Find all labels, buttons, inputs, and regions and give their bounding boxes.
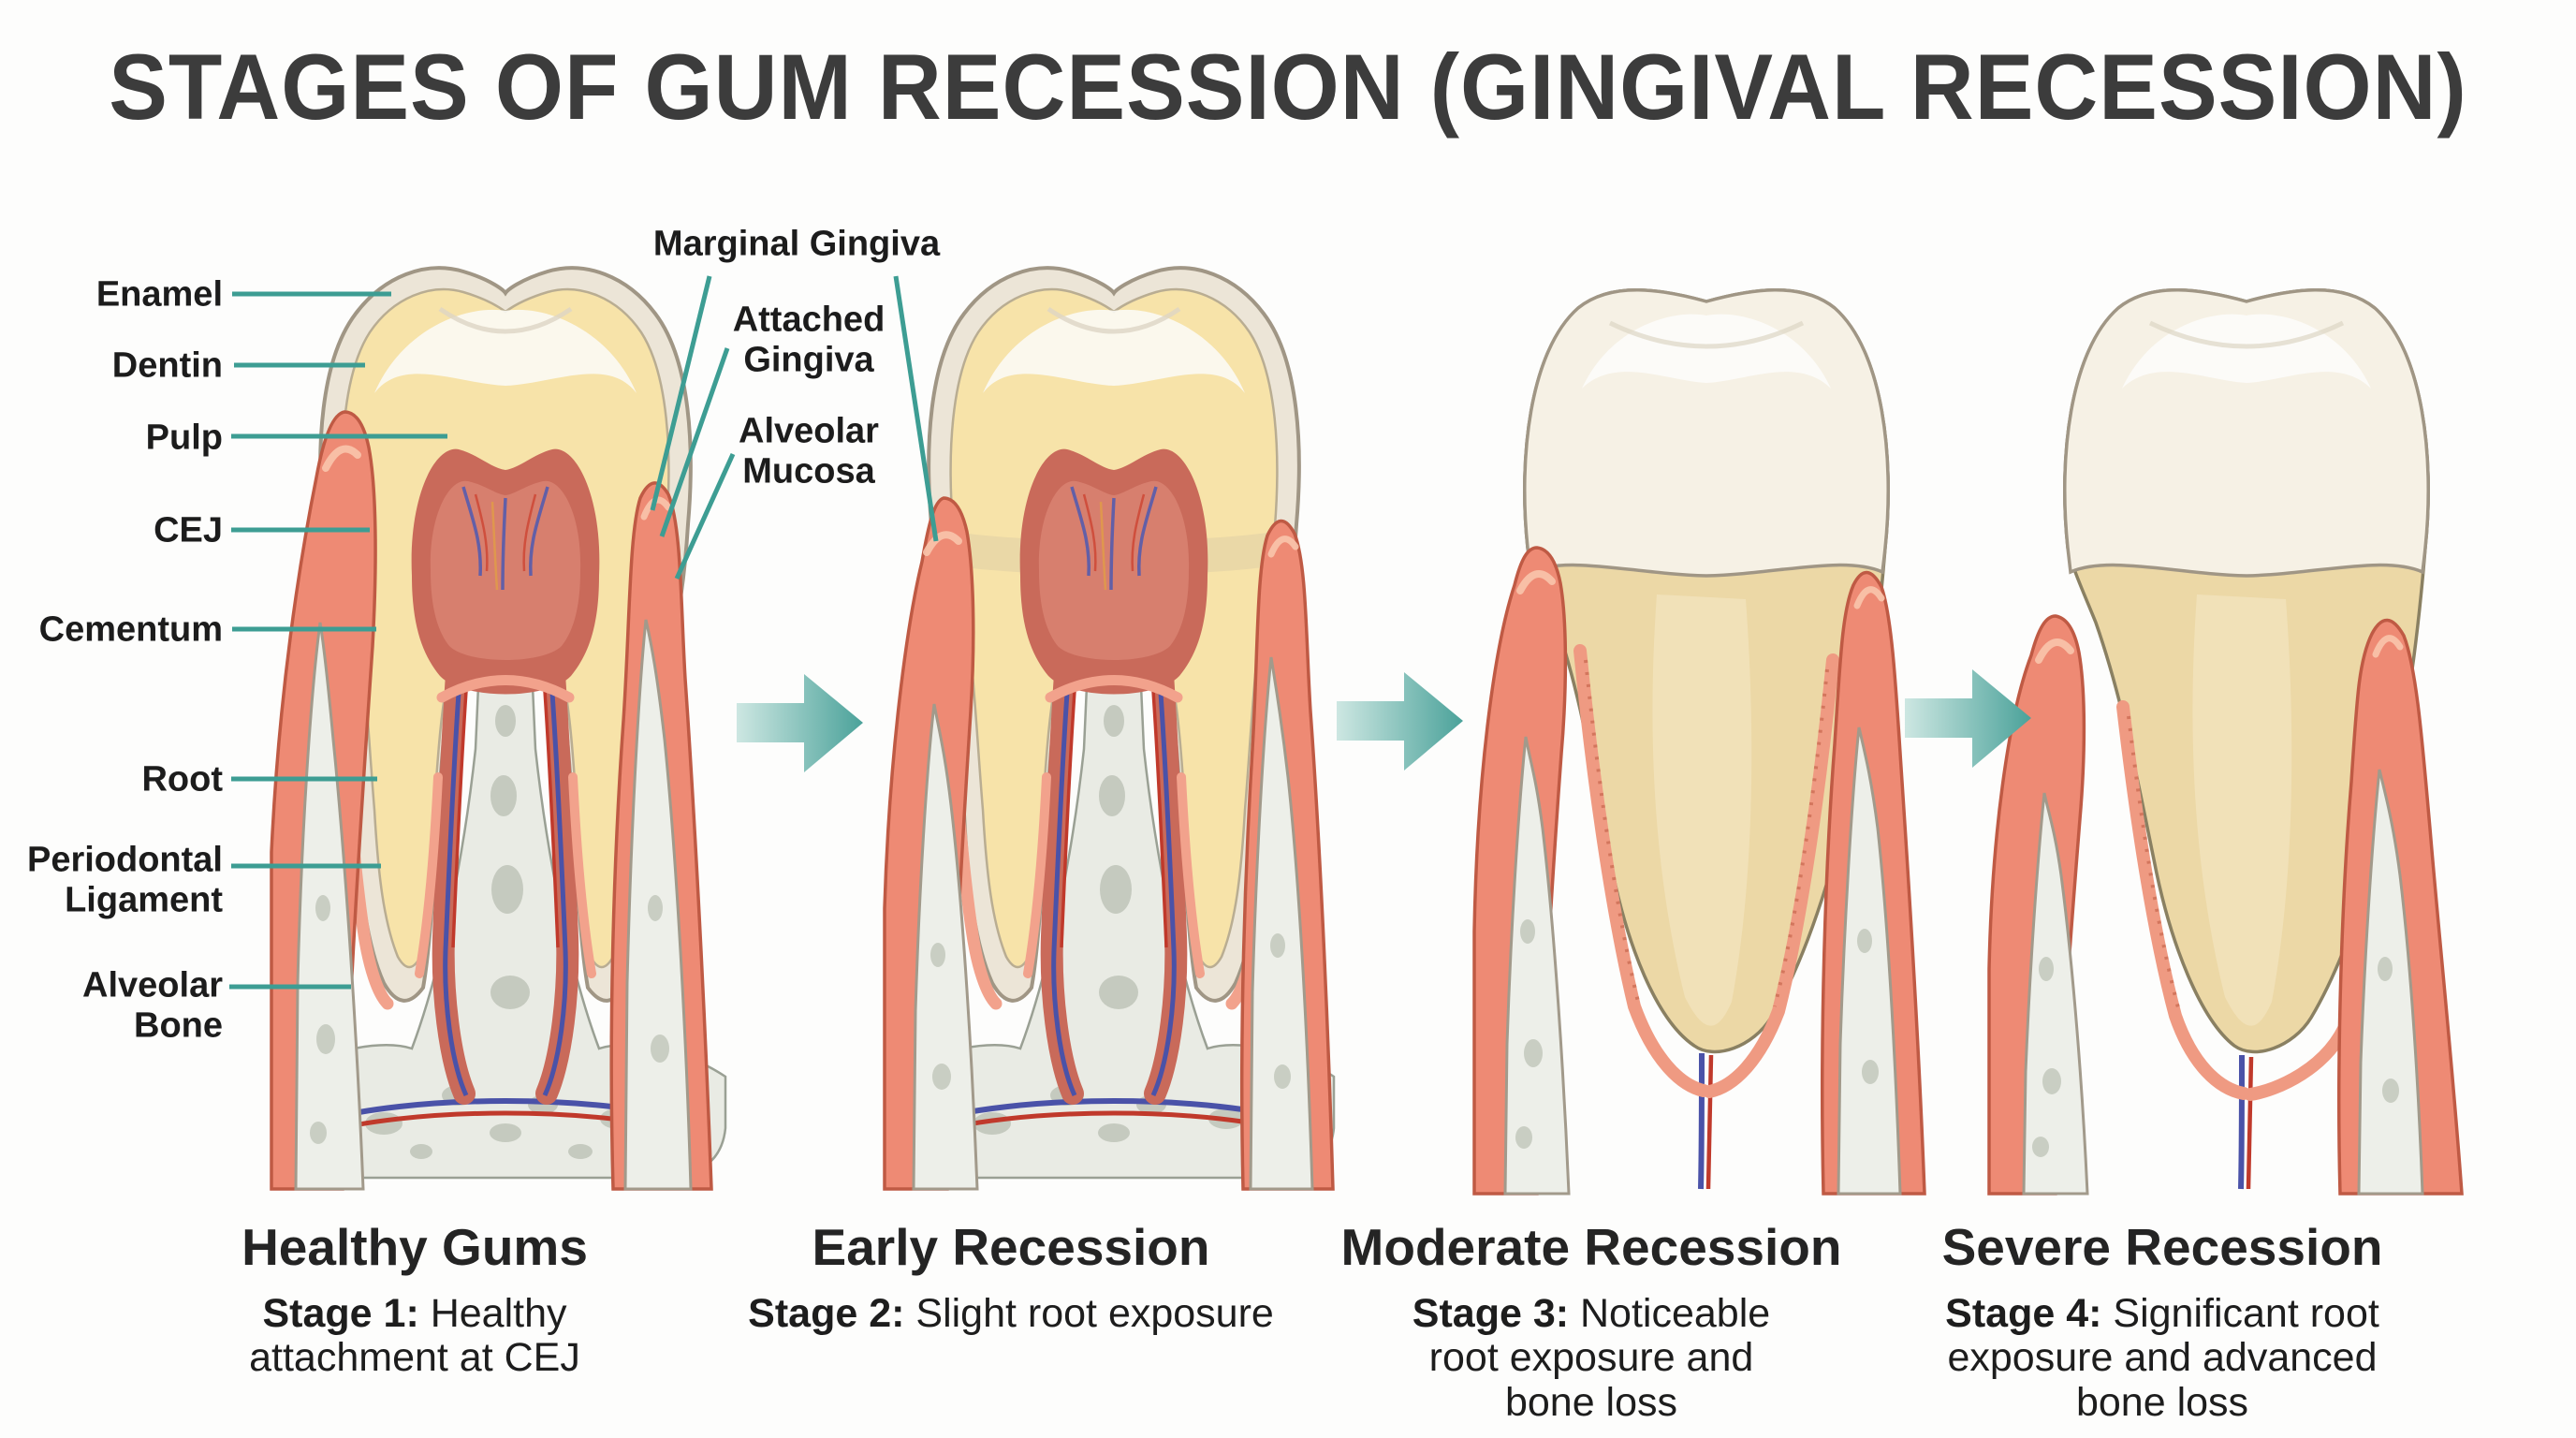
stage-2-description: Stage 2: Slight root exposure [748, 1291, 1274, 1336]
stage-1-title: Healthy Gums [242, 1218, 588, 1276]
label-marginal-gingiva: Marginal Gingiva [652, 224, 941, 264]
tooth-stage-4-illustration [1987, 288, 2464, 1196]
label-attached-gingiva: Attached Gingiva [732, 300, 886, 379]
label-cementum: Cementum [38, 609, 223, 650]
label-alveolar-bone: Alveolar Bone [82, 965, 223, 1045]
stage-1-caption: Healthy Gums Stage 1: Healthy attachment… [204, 1217, 625, 1381]
label-enamel: Enamel [95, 274, 223, 315]
page-title: STAGES OF GUM RECESSION (GINGIVAL RECESS… [109, 35, 2467, 139]
tooth-stage-2-illustration [883, 266, 1336, 1191]
label-dentin: Dentin [111, 345, 223, 386]
stage-3-caption: Moderate Recession Stage 3: Noticeable r… [1341, 1217, 1842, 1425]
stage-2-caption: Early Recession Stage 2: Slight root exp… [748, 1217, 1274, 1336]
tooth-stage-3-illustration [1472, 288, 1926, 1196]
stage-3-title: Moderate Recession [1340, 1218, 1842, 1276]
tooth-stage-1-illustration [270, 266, 727, 1191]
label-periodontal-ligament: Periodontal Ligament [26, 840, 223, 919]
arrow-right-icon [1905, 669, 2031, 768]
arrow-right-icon [1337, 672, 1463, 770]
stage-1-description: Stage 1: Healthy attachment at CEJ [249, 1291, 580, 1381]
stage-2-title: Early Recession [812, 1218, 1210, 1276]
stage-4-caption: Severe Recession Stage 4: Significant ro… [1942, 1217, 2383, 1425]
label-root: Root [141, 759, 223, 800]
stage-4-title: Severe Recession [1941, 1218, 2383, 1276]
stage-3-description: Stage 3: Noticeable root exposure and bo… [1412, 1291, 1771, 1425]
label-cej: CEJ [154, 510, 223, 550]
label-pulp: Pulp [145, 418, 223, 458]
arrow-right-icon [737, 674, 863, 772]
stage-4-description: Stage 4: Significant root exposure and a… [1945, 1291, 2379, 1425]
label-alveolar-mucosa: Alveolar Mucosa [739, 411, 879, 491]
